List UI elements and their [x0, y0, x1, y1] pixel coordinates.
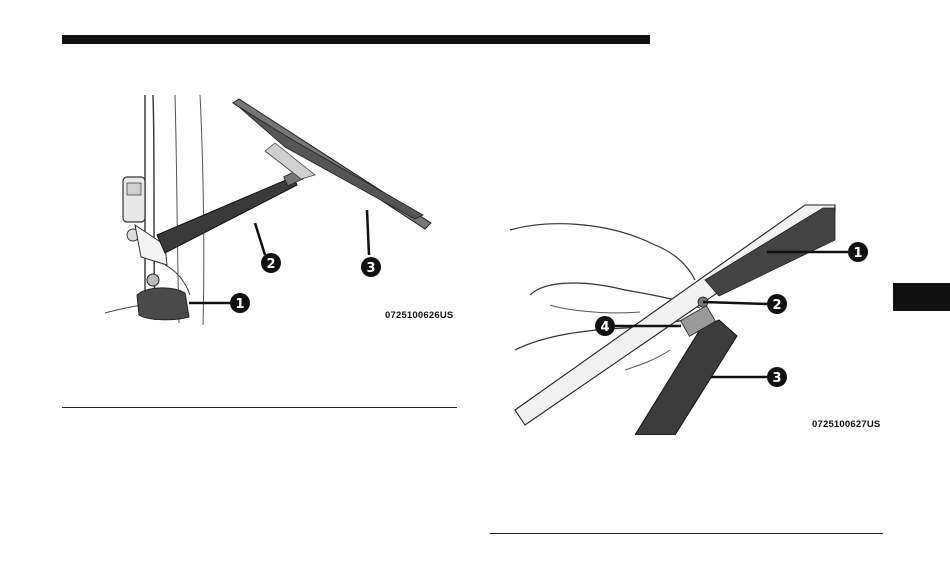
blade-removal-illustration: 1 2 4 3 [505, 200, 885, 435]
section-tab [893, 283, 950, 311]
blade-removal-figure: 1 2 4 3 [505, 200, 885, 435]
callout-2: 2 [767, 294, 787, 314]
svg-text:1: 1 [853, 246, 862, 261]
callout-4: 4 [595, 316, 615, 336]
section-divider-left [62, 407, 457, 408]
rear-wiper-figure: 1 2 3 [105, 95, 465, 325]
svg-text:2: 2 [266, 257, 275, 272]
svg-text:1: 1 [235, 297, 244, 312]
svg-text:3: 3 [772, 371, 781, 386]
figure-code-right: 0725100627US [812, 419, 880, 430]
svg-text:4: 4 [600, 320, 609, 335]
figure-code-left: 0725100626US [385, 310, 453, 321]
section-divider-right [490, 533, 883, 534]
callout-1: 1 [230, 293, 250, 313]
callout-1: 1 [848, 242, 868, 262]
svg-text:2: 2 [772, 298, 781, 313]
header-rule [62, 35, 650, 44]
callout-3: 3 [361, 257, 381, 277]
svg-text:3: 3 [366, 261, 375, 276]
callout-2: 2 [261, 253, 281, 273]
rear-wiper-illustration: 1 2 3 [105, 95, 465, 325]
callout-3: 3 [767, 367, 787, 387]
